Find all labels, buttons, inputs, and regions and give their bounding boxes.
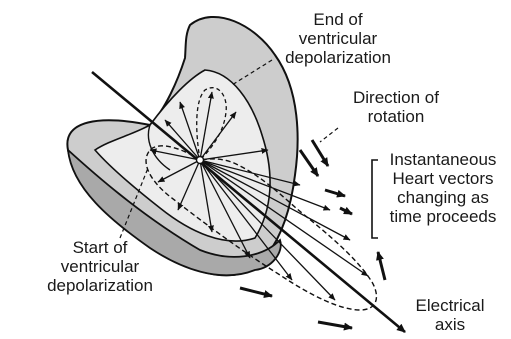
label-line: rotation	[336, 107, 456, 126]
rotation-arrow-bottom	[340, 208, 352, 214]
label-start-of-ventricular-depolarization: Start of ventricular depolarization	[30, 238, 170, 295]
label-line: ventricular	[30, 257, 170, 276]
label-line: ventricular	[268, 29, 408, 48]
label-line: time proceeds	[376, 207, 510, 226]
label-line: Instantaneous	[376, 150, 510, 169]
label-line: End of	[268, 10, 408, 29]
label-instantaneous-heart-vectors: Instantaneous Heart vectors changing as …	[376, 150, 510, 226]
label-end-of-ventricular-depolarization: End of ventricular depolarization	[268, 10, 408, 67]
rotation-arrow-mid	[300, 150, 318, 176]
label-line: depolarization	[268, 48, 408, 67]
label-direction-of-rotation: Direction of rotation	[336, 88, 456, 126]
rotation-arrow-top	[312, 140, 328, 166]
label-line: changing as	[376, 188, 510, 207]
rotation-arrow-lower	[325, 190, 345, 196]
rotation-leader	[320, 128, 338, 142]
label-line: axis	[400, 315, 500, 334]
vector-origin	[197, 157, 204, 164]
label-line: depolarization	[30, 276, 170, 295]
label-line: Heart vectors	[376, 169, 510, 188]
label-line: Electrical	[400, 296, 500, 315]
label-electrical-axis: Electrical axis	[400, 296, 500, 334]
rotation-arrow-base	[318, 322, 352, 328]
rotation-arrow-base-left	[240, 288, 272, 296]
label-line: Direction of	[336, 88, 456, 107]
label-line: Start of	[30, 238, 170, 257]
rotation-arrow-right	[378, 252, 385, 280]
